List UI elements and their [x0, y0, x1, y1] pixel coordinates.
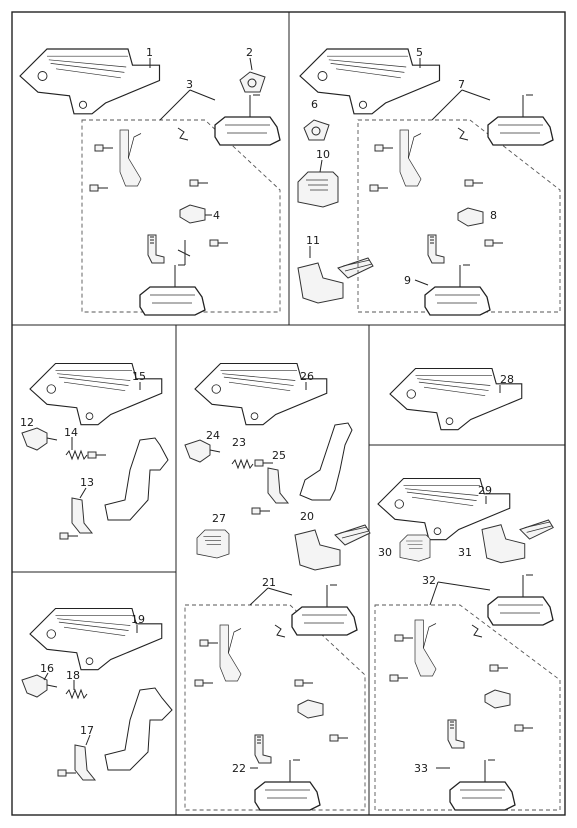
spring-18 [65, 689, 88, 699]
lever-25 [267, 467, 290, 504]
presser-foot-21 [291, 584, 358, 636]
label-part-25: 25 [272, 449, 286, 462]
frame-borders [11, 11, 566, 816]
label-part-17: 17 [80, 724, 94, 737]
panel-1: 1 2 3 4 [19, 46, 281, 316]
foot-lever-7 [399, 129, 422, 187]
label-part-15: 15 [132, 370, 146, 383]
label-part-5: 5 [416, 46, 423, 59]
label-part-26: 26 [300, 370, 314, 383]
label-part-12: 12 [20, 416, 34, 429]
assembly-outline-21 [184, 604, 366, 811]
label-part-7: 7 [458, 78, 465, 91]
lower-foot-22 [254, 759, 321, 811]
lever-17 [74, 744, 97, 781]
spring-14 [65, 450, 88, 460]
foot-lever-3 [119, 129, 142, 187]
assembly-outline-7 [357, 119, 561, 313]
needle-plate-20 [294, 524, 371, 571]
label-part-32: 32 [422, 574, 436, 587]
bracket-24 [184, 439, 221, 463]
presser-foot-32 [487, 574, 554, 626]
panel-5: 26 24 23 25 27 20 21 [184, 362, 371, 811]
lower-foot-9 [424, 264, 491, 316]
guide-block-8 [457, 207, 484, 227]
spring-23 [231, 459, 254, 469]
label-part-2: 2 [246, 46, 253, 59]
panel-6: 28 [389, 367, 523, 431]
label-part-33: 33 [414, 762, 428, 775]
presser-foot-3 [214, 94, 281, 146]
label-part-24: 24 [206, 429, 220, 442]
feed-dog-10 [297, 171, 339, 208]
needle-plate-11 [297, 257, 374, 304]
label-part-22: 22 [232, 762, 246, 775]
needle-plate-31 [481, 519, 554, 564]
lower-foot-33 [449, 759, 516, 811]
label-part-30: 30 [378, 546, 392, 559]
bracket-12 [21, 427, 58, 451]
assembly-outline-3 [81, 119, 281, 313]
label-part-18: 18 [66, 669, 80, 682]
label-part-21: 21 [262, 576, 276, 589]
foot-lever-21 [219, 624, 242, 682]
panel-3: 15 12 14 13 [20, 362, 169, 540]
label-part-13: 13 [80, 476, 94, 489]
guide-block-4 [179, 204, 206, 224]
panel-7: 29 30 31 32 33 [374, 477, 561, 811]
panel-4: 19 16 18 17 [21, 607, 173, 781]
assembly-outline-32 [374, 604, 561, 811]
feed-dog-27 [196, 529, 230, 559]
label-part-9: 9 [404, 274, 411, 287]
label-part-6: 6 [311, 98, 318, 111]
throat-plate-1 [19, 48, 161, 115]
label-part-8: 8 [490, 209, 497, 222]
panel-2: 5 6 10 11 7 8 9 [297, 46, 561, 316]
label-part-28: 28 [500, 373, 514, 386]
label-part-11: 11 [306, 234, 320, 247]
feed-dog-30 [399, 534, 431, 562]
label-part-16: 16 [40, 662, 54, 675]
label-part-1: 1 [146, 46, 153, 59]
label-part-31: 31 [458, 546, 472, 559]
label-part-19: 19 [131, 613, 145, 626]
label-part-27: 27 [212, 512, 226, 525]
label-part-20: 20 [300, 510, 314, 523]
label-part-29: 29 [478, 484, 492, 497]
label-part-23: 23 [232, 436, 246, 449]
gauge-block-6 [303, 119, 330, 141]
bracket-16 [21, 674, 58, 698]
label-part-14: 14 [64, 426, 78, 439]
lower-foot-3 [139, 264, 206, 316]
label-part-3: 3 [186, 78, 193, 91]
foot-lever-32 [414, 619, 437, 677]
label-part-10: 10 [316, 148, 330, 161]
gauge-block-2 [239, 71, 266, 93]
lever-13 [71, 497, 94, 534]
presser-foot-7 [487, 94, 554, 146]
label-part-4: 4 [213, 209, 220, 222]
